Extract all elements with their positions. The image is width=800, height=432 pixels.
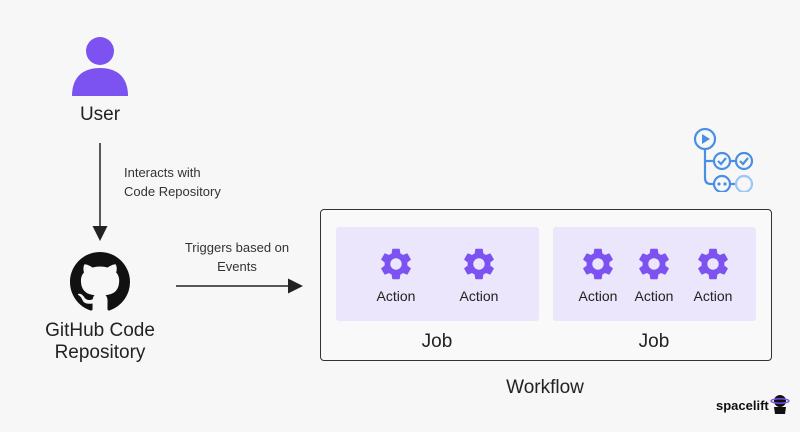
action-label: Action bbox=[578, 288, 618, 304]
repository-label: GitHub Code Repository bbox=[20, 320, 180, 364]
action-label: Action bbox=[634, 288, 674, 304]
job-label: Job bbox=[638, 331, 670, 352]
gear-icon bbox=[698, 248, 728, 280]
interacts-label-line-2: Code Repository bbox=[124, 184, 221, 199]
action-item: Action bbox=[622, 245, 686, 304]
action-item: Action bbox=[566, 245, 630, 304]
brand-logo: spacelift bbox=[716, 398, 769, 413]
github-actions-icon bbox=[693, 127, 754, 192]
job-panel bbox=[336, 227, 539, 321]
interacts-label-line-1: Interacts with bbox=[124, 165, 201, 180]
interacts-label: Interacts with Code Repository bbox=[124, 163, 274, 201]
user-label: User bbox=[79, 104, 121, 125]
repository-label-line-1: GitHub Code bbox=[45, 320, 155, 341]
gear-icon bbox=[381, 248, 411, 280]
action-item: Action bbox=[681, 245, 745, 304]
gear-icon bbox=[464, 248, 494, 280]
user-icon bbox=[72, 37, 128, 96]
triggers-label: Triggers based on Events bbox=[170, 238, 304, 276]
action-label: Action bbox=[693, 288, 733, 304]
action-label: Action bbox=[459, 288, 499, 304]
action-label: Action bbox=[376, 288, 416, 304]
workflow-label: Workflow bbox=[506, 377, 584, 398]
brand-name: spacelift bbox=[716, 398, 769, 413]
action-item: Action bbox=[364, 245, 428, 304]
gear-icon bbox=[583, 248, 613, 280]
job-label: Job bbox=[421, 331, 453, 352]
astronaut-icon bbox=[770, 395, 790, 414]
repository-label-line-2: Repository bbox=[54, 342, 146, 363]
gear-icon bbox=[639, 248, 669, 280]
github-icon bbox=[70, 252, 130, 311]
triggers-label-line-2: Events bbox=[217, 259, 257, 274]
action-item: Action bbox=[447, 245, 511, 304]
triggers-label-line-1: Triggers based on bbox=[184, 240, 290, 255]
